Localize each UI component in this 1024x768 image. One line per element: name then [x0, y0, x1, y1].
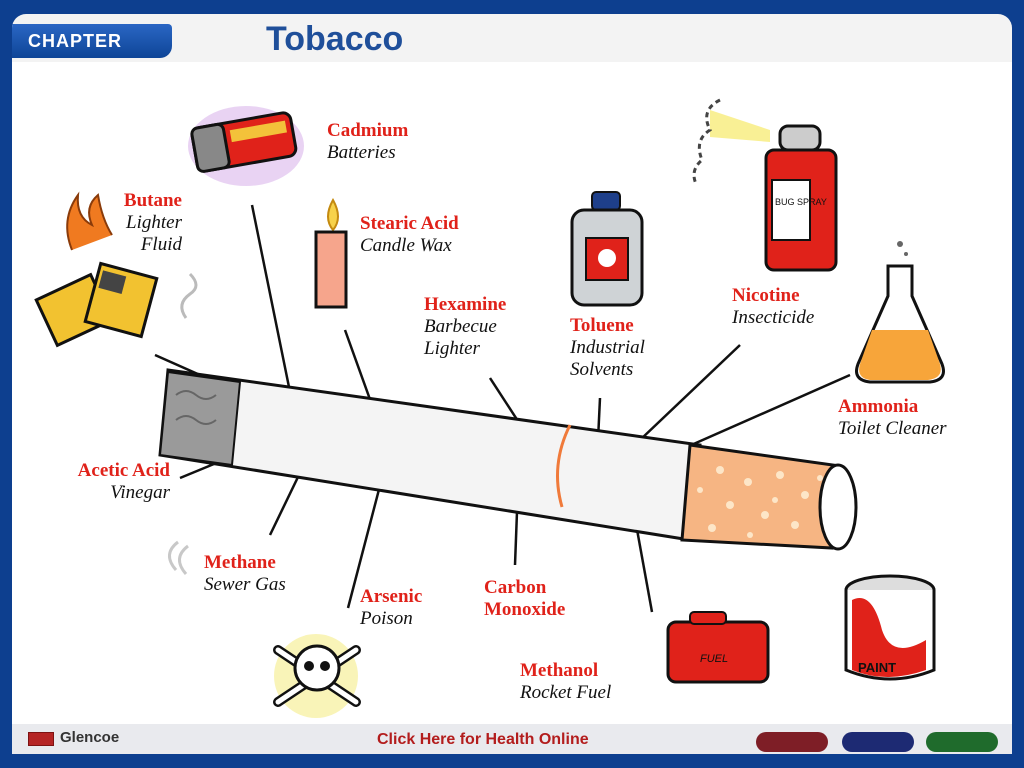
lighter-icon	[34, 191, 159, 348]
solvent-bottle-icon	[570, 191, 644, 307]
cigarette	[158, 368, 858, 551]
page-title: Tobacco	[266, 20, 404, 58]
fuel-label: FUEL	[700, 653, 728, 665]
skull-crossbones-icon	[273, 634, 361, 718]
health-online-link[interactable]: Click Here for Health Online	[377, 731, 589, 748]
fuel-can-icon: FUEL	[666, 611, 770, 684]
chapter-tab[interactable]: CHAPTER	[12, 24, 172, 58]
home-button[interactable]	[756, 732, 828, 752]
bug-spray-icon: BUG SPRAY	[692, 98, 838, 272]
footer-bar: Glencoe Click Here for Health Online	[12, 724, 1012, 754]
back-button[interactable]	[842, 732, 914, 752]
bug-spray-label: BUG SPRAY	[775, 197, 827, 207]
battery-icon	[188, 106, 304, 186]
paint-label: PAINT	[858, 660, 896, 675]
smoke-icon	[168, 540, 189, 575]
ammonia-flask-icon	[855, 241, 945, 384]
paint-can-icon: PAINT	[844, 574, 936, 681]
publisher-name: Glencoe	[60, 729, 120, 746]
candle-icon	[314, 197, 348, 309]
next-button[interactable]	[926, 732, 998, 752]
smoke-icon	[180, 272, 198, 319]
publisher-logo-icon	[28, 732, 54, 746]
